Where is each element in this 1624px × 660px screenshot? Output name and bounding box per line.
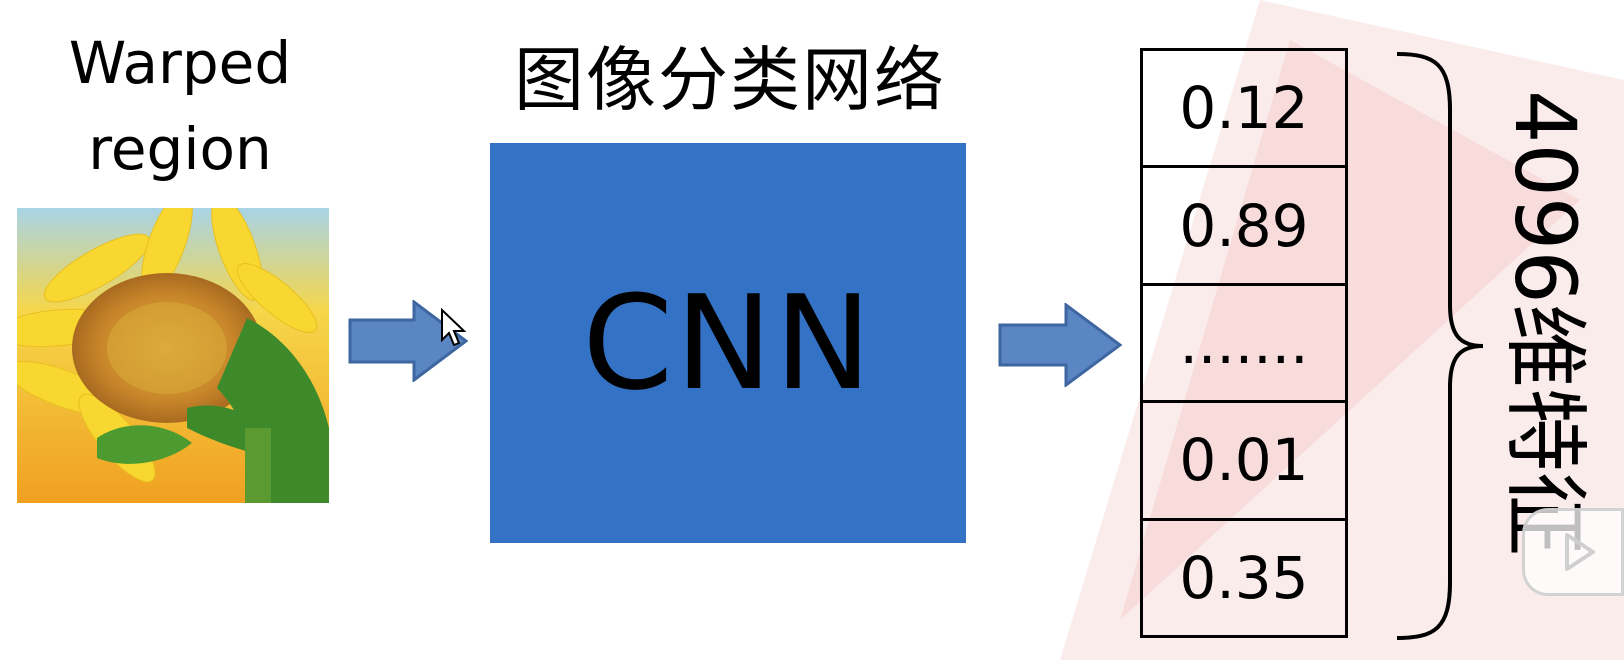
feature-cell: 0.89 bbox=[1143, 165, 1345, 282]
play-button[interactable] bbox=[1522, 508, 1624, 596]
feature-cell-ellipsis: ....... bbox=[1143, 282, 1345, 400]
feature-cell: 0.12 bbox=[1179, 74, 1309, 143]
cnn-box: CNN bbox=[490, 143, 966, 543]
watermark-logo bbox=[1060, 0, 1624, 660]
feature-vector: 0.12 0.89 ....... 0.01 0.35 bbox=[1140, 48, 1348, 638]
input-label-line1: Warped bbox=[68, 29, 292, 97]
input-label-line2: region bbox=[88, 115, 272, 183]
arrow-right-icon bbox=[348, 300, 468, 382]
play-icon bbox=[1565, 533, 1595, 571]
arrow-right-icon bbox=[998, 303, 1122, 387]
network-title: 图像分类网络 bbox=[514, 39, 946, 121]
feature-cell: 0.01 bbox=[1143, 400, 1345, 517]
cnn-label: CNN bbox=[582, 267, 874, 419]
sunflower-image bbox=[17, 208, 329, 503]
input-label: Warped region bbox=[20, 20, 340, 192]
right-brace-icon bbox=[1396, 52, 1484, 640]
feature-cell: 0.35 bbox=[1143, 517, 1345, 635]
dimension-label-text: 4096维特征 bbox=[1496, 90, 1594, 556]
mouse-cursor-icon bbox=[441, 308, 467, 347]
